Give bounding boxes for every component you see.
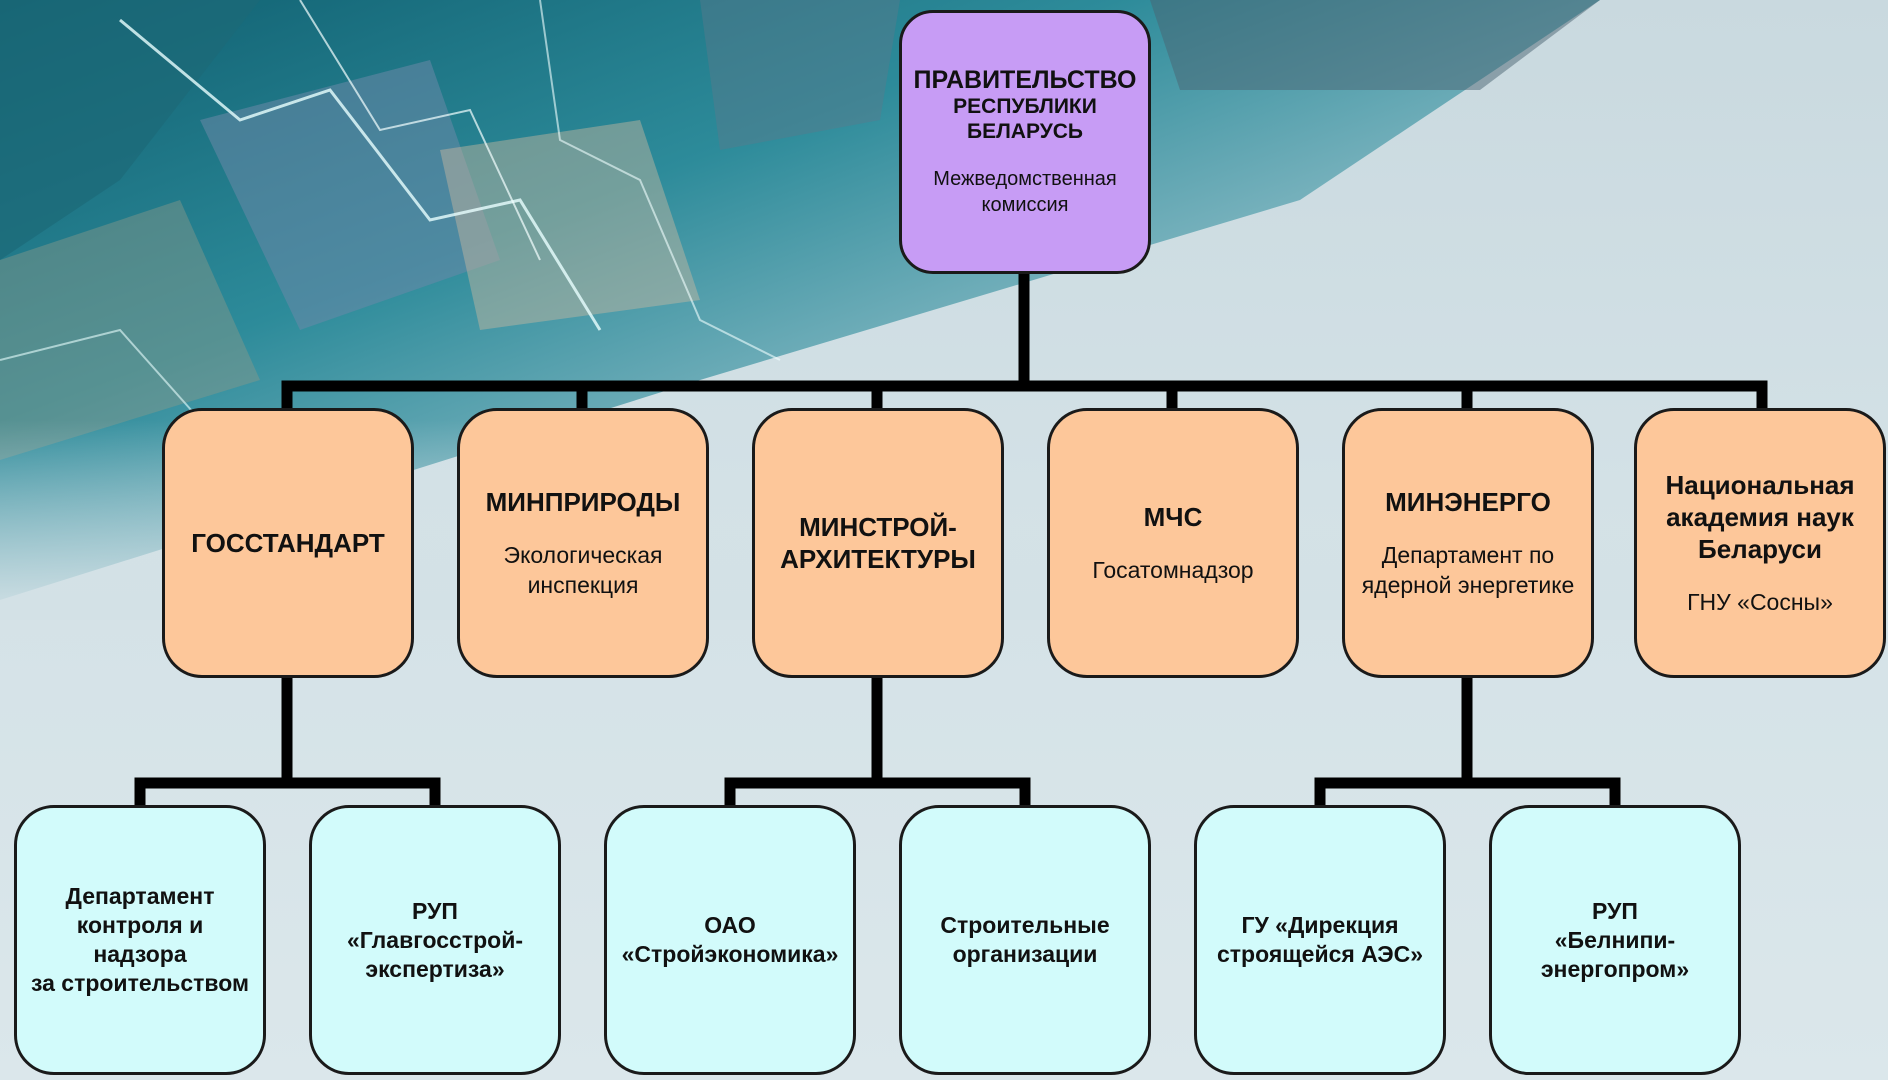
agency-title: Национальная академия наук Беларуси bbox=[1665, 470, 1855, 564]
government-node[interactable]: ПРАВИТЕЛЬСТВО РЕСПУБЛИКИ БЕЛАРУСЬ Межвед… bbox=[899, 10, 1151, 274]
agency-title: МИНЭНЕРГО bbox=[1385, 487, 1551, 517]
subunit-node-construction-organizations[interactable]: Строительные организации bbox=[899, 805, 1151, 1075]
agency-node-minprirody[interactable]: МИНПРИРОДЫ Экологическая инспекция bbox=[457, 408, 709, 678]
agency-node-minstroyarkhitektury[interactable]: МИНСТРОЙ- АРХИТЕКТУРЫ bbox=[752, 408, 1004, 678]
government-desc: Межведомственная комиссия bbox=[933, 168, 1117, 216]
agency-node-academy-of-sciences[interactable]: Национальная академия наук Беларуси ГНУ … bbox=[1634, 408, 1886, 678]
agency-title: МИНПРИРОДЫ bbox=[485, 487, 681, 517]
government-title: ПРАВИТЕЛЬСТВО bbox=[913, 66, 1137, 94]
agency-node-gosstandart[interactable]: ГОССТАНДАРТ bbox=[162, 408, 414, 678]
agency-node-mchs[interactable]: МЧС Госатомнадзор bbox=[1047, 408, 1299, 678]
agency-desc: ГНУ «Сосны» bbox=[1687, 589, 1833, 615]
subunit-node-glavgosstroyekspertiza[interactable]: РУП «Главгосстрой- экспертиза» bbox=[309, 805, 561, 1075]
agency-title: ГОССТАНДАРТ bbox=[191, 528, 385, 558]
agency-desc: Экологическая инспекция bbox=[503, 542, 663, 598]
subunit-node-construction-control-dept[interactable]: Департамент контроля и надзора за строит… bbox=[14, 805, 266, 1075]
government-subtitle: РЕСПУБЛИКИ БЕЛАРУСЬ bbox=[953, 95, 1097, 143]
subunit-title: ОАО «Стройэкономика» bbox=[621, 912, 839, 967]
subunit-title: Строительные организации bbox=[940, 912, 1110, 967]
subunit-title: РУП «Главгосстрой- экспертиза» bbox=[347, 897, 523, 982]
agency-desc: Департамент по ядерной энергетике bbox=[1361, 542, 1575, 598]
agency-desc: Госатомнадзор bbox=[1092, 557, 1254, 583]
subunit-node-belnipienergoprom[interactable]: РУП «Белнипи- энергопром» bbox=[1489, 805, 1741, 1075]
subunit-node-stroyekonomika[interactable]: ОАО «Стройэкономика» bbox=[604, 805, 856, 1075]
subunit-title: РУП «Белнипи- энергопром» bbox=[1540, 897, 1690, 982]
agency-title: МЧС bbox=[1143, 502, 1203, 532]
agency-title: МИНСТРОЙ- АРХИТЕКТУРЫ bbox=[780, 512, 976, 574]
agency-node-minenergo[interactable]: МИНЭНЕРГО Департамент по ядерной энергет… bbox=[1342, 408, 1594, 678]
subunit-title: ГУ «Дирекция строящейся АЭС» bbox=[1216, 912, 1423, 967]
subunit-title: Департамент контроля и надзора за строит… bbox=[30, 883, 250, 996]
subunit-node-npp-directorate[interactable]: ГУ «Дирекция строящейся АЭС» bbox=[1194, 805, 1446, 1075]
